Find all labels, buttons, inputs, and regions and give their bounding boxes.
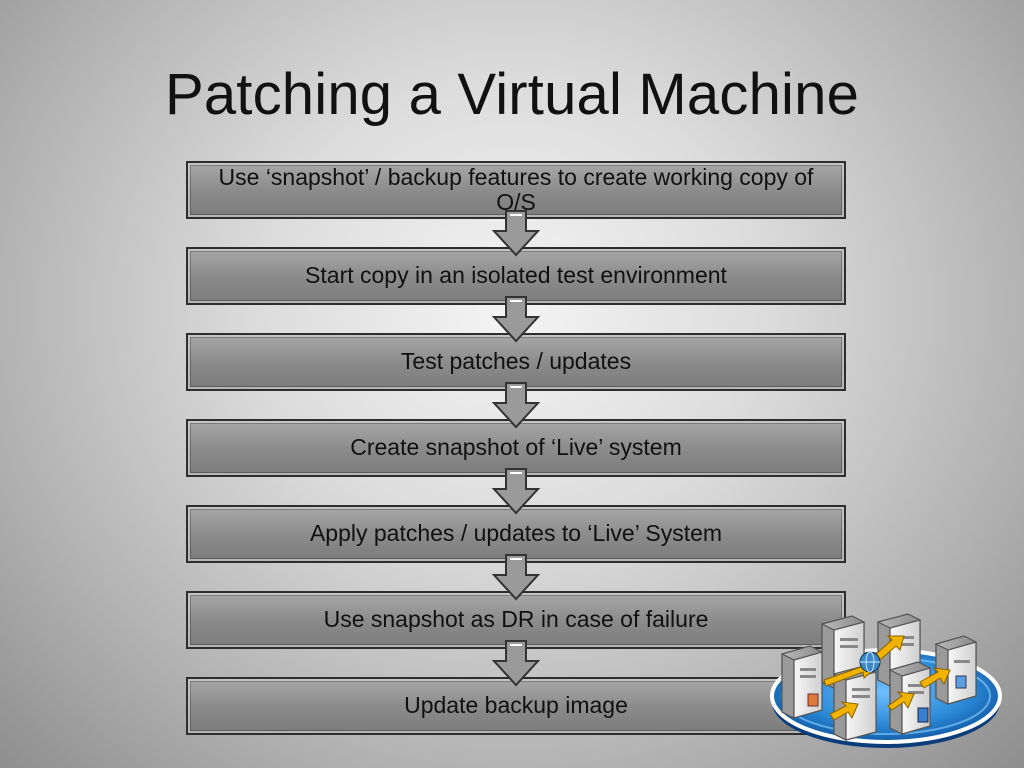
down-arrow-icon (491, 640, 541, 687)
flow-step-2: Start copy in an isolated test environme… (186, 247, 846, 305)
flow-step-1: Use ‘snapshot’ / backup features to crea… (186, 161, 846, 219)
flow-arrow-2 (186, 296, 846, 343)
process-flow: Use ‘snapshot’ / backup features to crea… (186, 161, 846, 735)
flow-arrow-6 (186, 640, 846, 687)
globe-icon (859, 651, 881, 673)
flow-arrow-1 (186, 210, 846, 257)
server-right (935, 635, 977, 705)
flow-step-6: Use snapshot as DR in case of failure (186, 591, 846, 649)
down-arrow-icon (491, 554, 541, 601)
flow-arrow-5 (186, 554, 846, 601)
flow-step-7: Update backup image (186, 677, 846, 735)
flow-arrow-4 (186, 468, 846, 515)
slide-title: Patching a Virtual Machine (164, 62, 860, 127)
down-arrow-icon (491, 468, 541, 515)
server-cluster-icon (770, 613, 1002, 748)
down-arrow-icon (491, 296, 541, 343)
down-arrow-icon (491, 382, 541, 429)
server-front-left (781, 645, 823, 719)
flow-step-3: Test patches / updates (186, 333, 846, 391)
flow-step-5: Apply patches / updates to ‘Live’ System (186, 505, 846, 563)
flow-arrow-3 (186, 382, 846, 429)
down-arrow-icon (491, 210, 541, 257)
